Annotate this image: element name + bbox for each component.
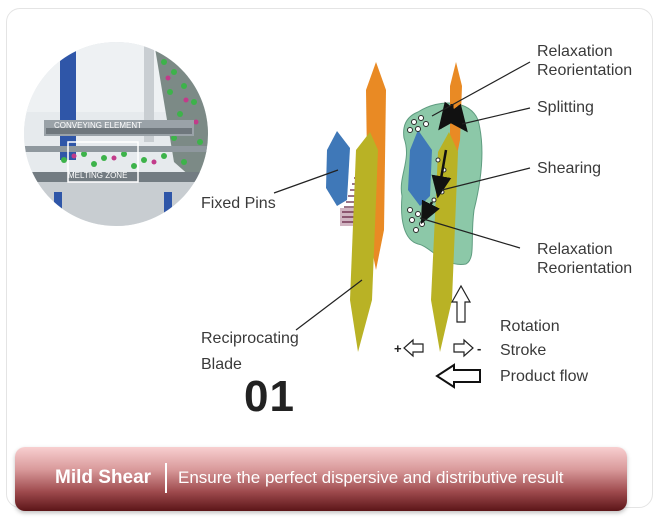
label-stroke: Stroke (500, 342, 547, 359)
photo-label-melting: MELTING ZONE (68, 171, 127, 180)
extruder-photo: CONVEYING ELEMENT MELTING ZONE (24, 42, 208, 226)
label-relaxation-top-line1: Relaxation (537, 43, 613, 60)
banner-title: Mild Shear (55, 467, 152, 488)
label-relaxation-bottom-line2: Reorientation (537, 260, 633, 277)
info-banner: Mild Shear Ensure the perfect dispersive… (15, 447, 627, 511)
rotation-arrow (450, 284, 472, 323)
label-fixed-pins: Fixed Pins (201, 195, 276, 212)
fixed-pin-left (326, 131, 350, 206)
splitting-arrows (438, 101, 468, 133)
olive-blade-left (350, 132, 378, 352)
banner-divider (165, 463, 167, 493)
product-flow-arrow (435, 363, 481, 389)
label-shearing: Shearing (537, 160, 602, 177)
extruder-illustration: CONVEYING ELEMENT MELTING ZONE (24, 42, 208, 226)
banner-description: Ensure the perfect dispersive and distri… (178, 468, 564, 487)
fixed-pin-right (408, 130, 432, 206)
label-relaxation-bottom-line1: Relaxation (537, 241, 613, 258)
stroke-arrow-right (453, 338, 474, 358)
label-relaxation-bottom: Relaxation Reorientation (537, 240, 632, 278)
stroke-arrow-left (403, 338, 424, 358)
leader-lines (273, 61, 531, 331)
photo-label-conveying: CONVEYING ELEMENT (54, 121, 142, 130)
stroke-plus: + (394, 341, 402, 356)
label-blade-line2: Blade (201, 356, 242, 373)
label-rotation: Rotation (500, 318, 560, 335)
step-number: 01 (244, 372, 295, 421)
label-reciprocating-blade: Reciprocating Blade (201, 326, 299, 378)
label-reciprocating-line1: Reciprocating (201, 330, 299, 347)
label-relaxation-top: Relaxation Reorientation (537, 42, 632, 80)
label-product-flow: Product flow (500, 368, 589, 385)
label-splitting: Splitting (537, 99, 594, 116)
stroke-minus: - (477, 341, 481, 356)
label-relaxation-top-line2: Reorientation (537, 62, 633, 79)
